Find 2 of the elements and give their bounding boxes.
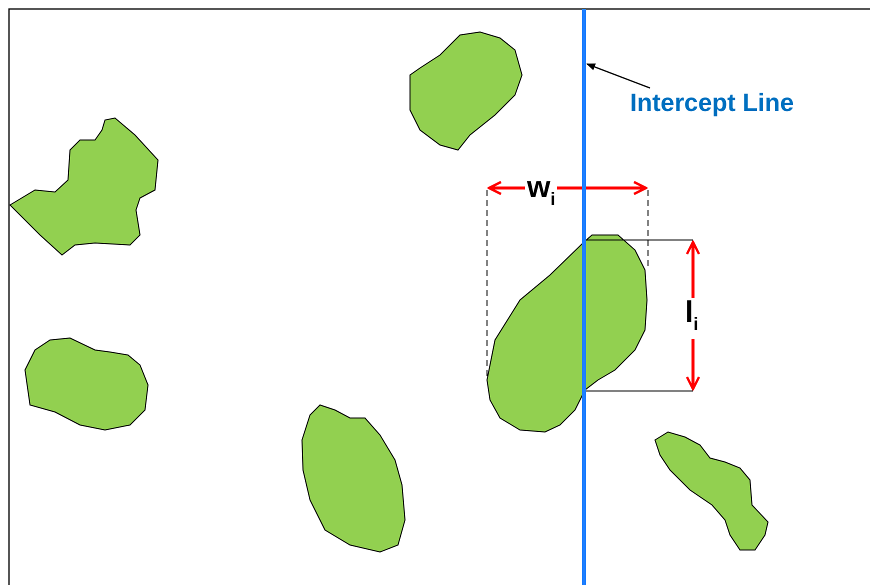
callout-label: Intercept Line: [630, 88, 794, 118]
leader-arrow: [586, 63, 650, 89]
